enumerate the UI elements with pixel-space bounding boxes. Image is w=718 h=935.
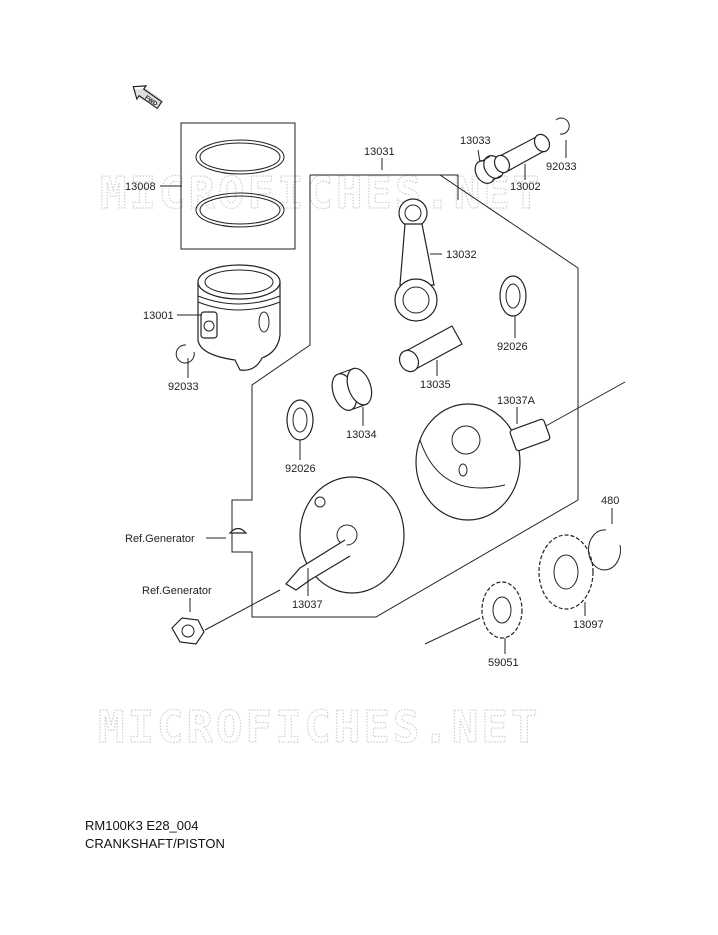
diagram-title: CRANKSHAFT/PISTON [85,836,225,851]
callout-92033-right: 92033 [546,161,577,173]
piston-icon [197,264,281,371]
callout-13037: 13037 [292,599,323,611]
callout-59051: 59051 [488,657,519,669]
piston-rings-icon [195,139,285,228]
washer-right-icon [499,275,527,317]
nut-icon [171,617,205,645]
callout-480: 480 [601,495,619,507]
callout-13032: 13032 [446,249,477,261]
circlip-right-icon [555,117,570,135]
callout-13034: 13034 [346,429,377,441]
callout-13033: 13033 [460,135,491,147]
model-code: RM100K3 E28_004 [85,818,199,833]
callout-13035: 13035 [420,379,451,391]
crankshaft-assy-outline [231,174,579,618]
callout-13001: 13001 [143,310,174,322]
callout-92026-left: 92026 [285,463,316,475]
callout-13097: 13097 [573,619,604,631]
crank-pin-icon [398,325,463,373]
crank-bearing-icon [331,367,373,411]
washer-left-icon [286,399,314,441]
crank-half-right-icon [415,381,626,521]
watermark-bottom: MICROFICHES.NET [98,702,540,753]
crank-half-left-icon [204,476,405,631]
callout-13008: 13008 [125,181,156,193]
gear-13097-icon [538,534,594,610]
callout-ref-generator-nut: Ref.Generator [142,585,212,597]
callout-92026-right: 92026 [497,341,528,353]
circlip-480-icon [588,529,621,571]
callout-92033-left: 92033 [168,381,199,393]
connecting-rod-icon [394,198,438,322]
leader-lines [160,140,613,654]
watermark-top: MICROFICHES.NET [100,168,542,219]
fwd-arrow-icon: FWD [132,85,163,110]
woodruff-key-icon [228,527,248,534]
callout-ref-generator-key: Ref.Generator [125,533,195,545]
piston-pin-icon [493,133,551,174]
callout-13037A: 13037A [497,395,536,407]
gear-59051-icon [481,581,523,639]
callout-13002: 13002 [510,181,541,193]
circlip-left-icon [175,344,195,364]
callout-13031: 13031 [364,146,395,158]
